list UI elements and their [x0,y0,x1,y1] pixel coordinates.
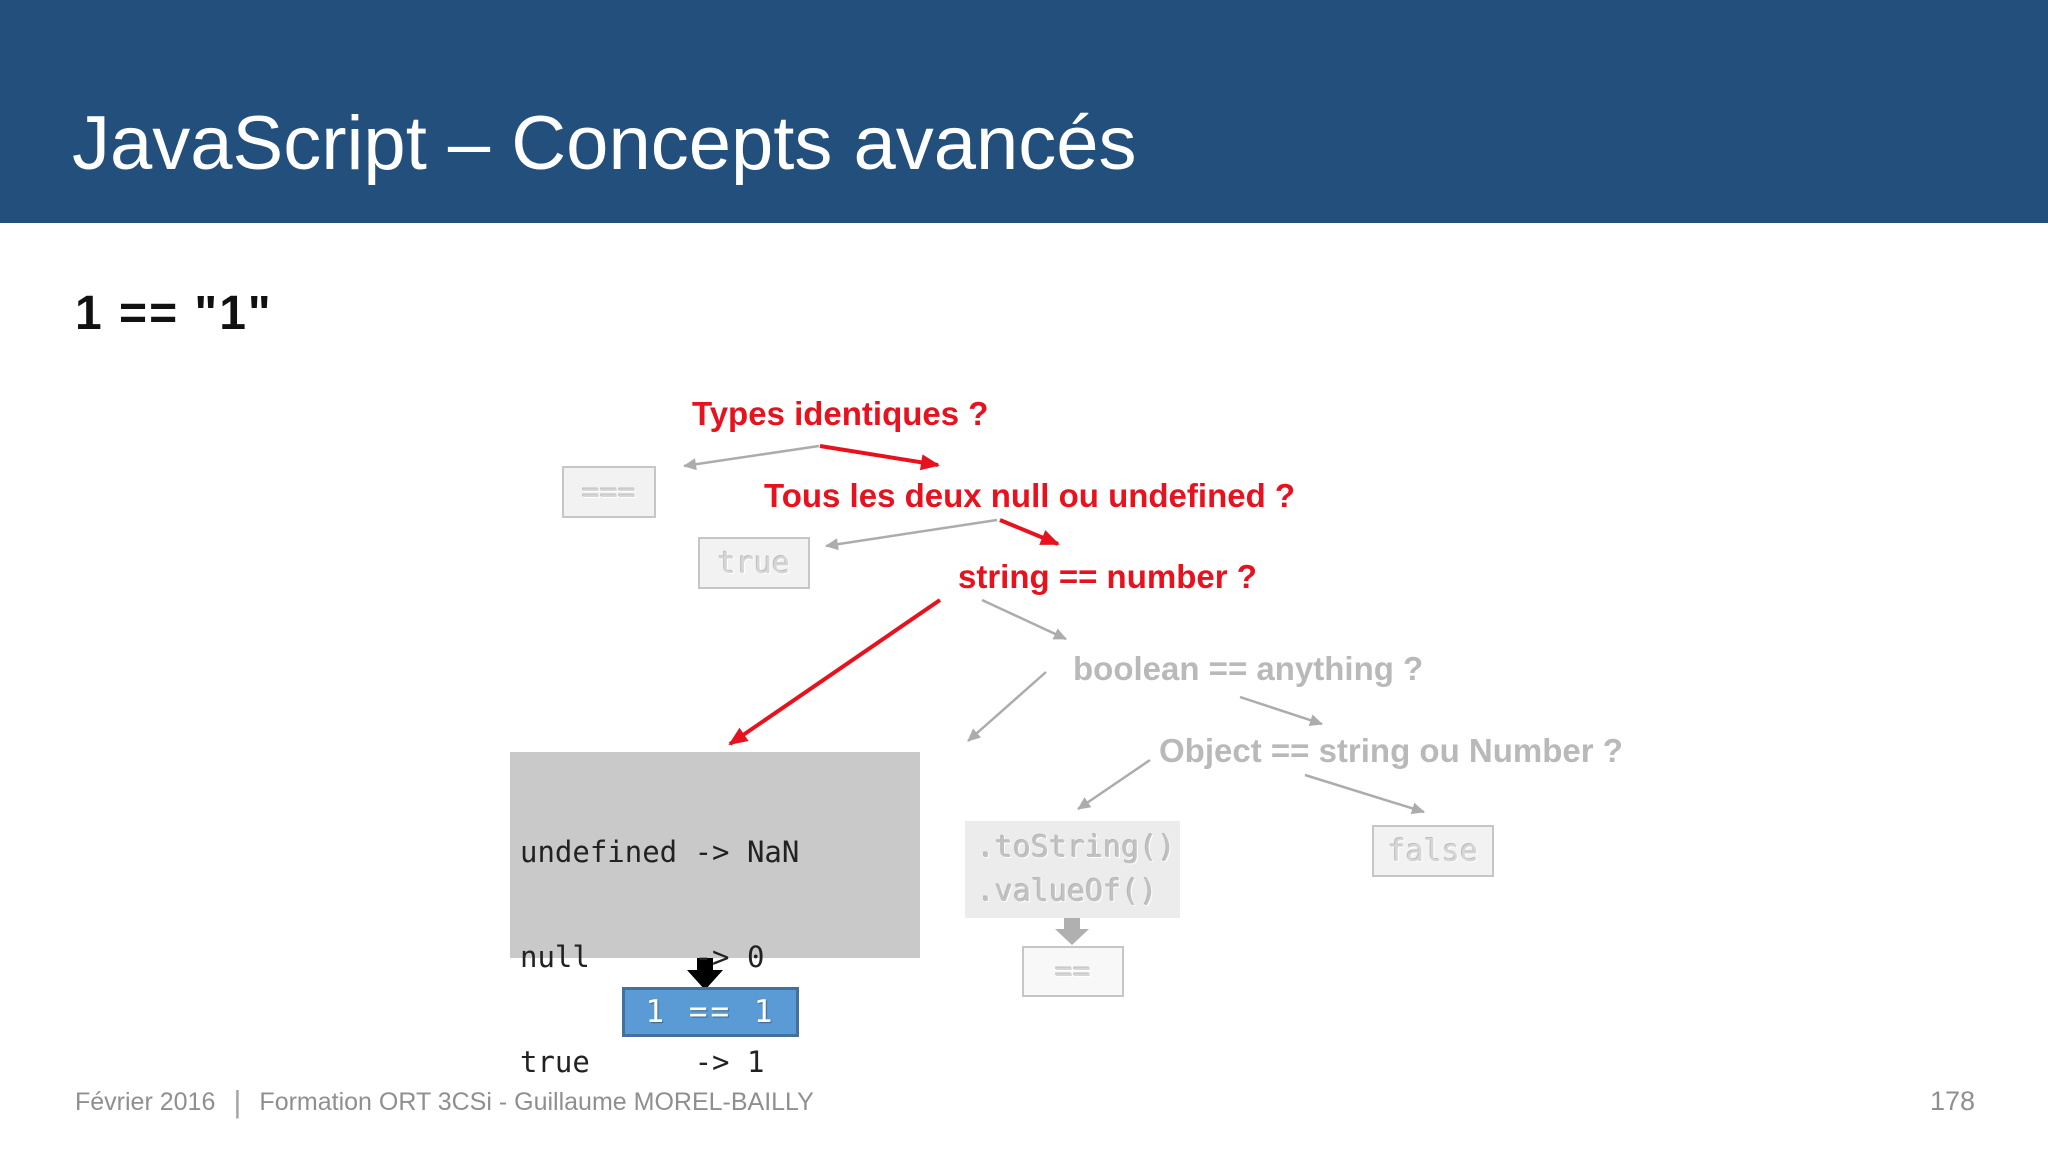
slide-title: JavaScript – Concepts avancés [72,101,1137,186]
label-boolean-eq-anything: boolean == anything ? [1073,650,1424,687]
arrow-boolean-to-object [1239,695,1323,726]
conversion-row: undefined -> NaN [520,835,800,869]
footer-credit: Formation ORT 3CSi - Guillaume MOREL-BAI… [259,1087,814,1116]
conversion-row: false -> 0 [520,1150,920,1152]
expression-heading: 1 == "1" [75,287,273,340]
footer: Février 2016 | Formation ORT 3CSi - Guil… [75,1084,814,1120]
node-true: true [698,537,810,589]
header-bar [0,0,2048,223]
arrow-string-to-conversion-table [728,598,942,746]
valueof-line: .valueOf() [977,873,1158,909]
arrow-object-to-false [1304,773,1425,815]
label-string-eq-number: string == number ? [958,558,1257,595]
node-strict-equal: === [562,466,656,518]
footer-separator: | [233,1084,242,1119]
node-false: false [1372,825,1494,877]
label-object-eq-string-number: Object == string ou Number ? [1159,732,1623,769]
label-types-identiques: Types identiques ? [692,395,989,432]
thick-gray-down-arrow [1055,918,1089,945]
footer-date: Février 2016 [75,1087,216,1116]
conversion-table: undefined -> NaN null -> 0 true -> 1 fal… [510,752,920,1152]
arrow-null-to-string-question [999,518,1060,546]
arrow-object-to-tostring [1077,758,1151,811]
tostring-line: .toString() [977,829,1176,865]
page-number: 178 [1930,1086,1976,1116]
conversion-row: true -> 1 [520,1045,765,1079]
node-loose-equal: == [1022,946,1124,997]
arrow-types-to-null-question [819,444,940,471]
arrow-string-to-boolean [981,598,1067,641]
conversion-row: null -> 0 [520,940,765,974]
label-null-or-undefined: Tous les deux null ou undefined ? [764,477,1296,514]
node-tostring-valueof: .toString() .valueOf() [965,821,1180,918]
arrow-boolean-to-table [967,671,1047,742]
arrow-null-to-true [825,518,998,551]
arrow-types-to-strict-eq [683,444,820,471]
node-result: 1 == 1 [622,987,799,1037]
